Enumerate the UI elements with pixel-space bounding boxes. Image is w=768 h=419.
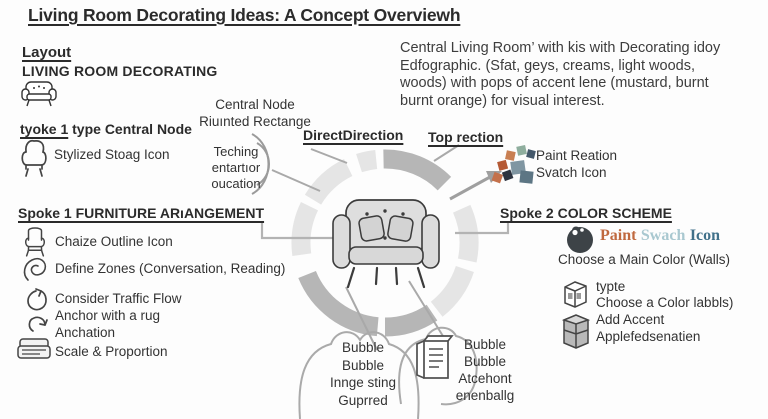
intro-paragraph: Central Living Room’ with kis with Decor… <box>400 40 764 110</box>
sofa-illustration <box>332 199 440 289</box>
bubble-left-line: Guprred <box>338 392 388 408</box>
stoag-label: Stylized Stoag Icon <box>54 147 170 162</box>
bubble-right-line: Bubble <box>463 337 507 352</box>
spoke1-heading: Spoke 1 FURNITURE ARıANGEMENT <box>18 205 265 221</box>
traffic-flow-icon <box>27 288 48 332</box>
cube-outline-icon <box>564 281 587 308</box>
paint-blob-icon <box>567 226 593 253</box>
paint-swach-icon-label: Paint Swach Icon <box>600 227 720 245</box>
bubble-left-line: Bubble <box>341 340 385 355</box>
bubble-right-line: Atcehont <box>458 371 512 386</box>
zones-sketch-icon <box>23 257 47 281</box>
teching-label-line: oucation <box>211 176 261 191</box>
accent-box-icon <box>561 314 591 349</box>
central-node-heading-underlined: tyoke 1 <box>20 121 69 137</box>
thought-bubble-left <box>298 331 420 419</box>
icon-word: Icon <box>689 227 721 244</box>
spoke1-item3-line3: Anchation <box>55 325 116 340</box>
layout-subtitle: LIVING ROOM DECORATING <box>22 63 218 79</box>
spoke2-heading: Spoke 2 COLOR SCHEME <box>500 205 672 221</box>
bubble-right-text: Bubble Bubble Atcehont enenballg <box>450 336 520 404</box>
paint-swatch-fan-icon <box>491 145 536 184</box>
teching-label: Teching entartıor oucation <box>196 144 276 192</box>
spoke2-subtext: Choose a Main Color (Walls) <box>558 252 731 267</box>
teching-label-line: entartıor <box>211 160 261 175</box>
intro-line: Central Living Room’ with kis with Decor… <box>400 40 721 56</box>
central-node-label-line: Central Node <box>215 97 295 112</box>
paint-swatch-callout-line: Svatch Icon <box>536 165 607 180</box>
paint-swatch-callout-line: Paint Reation <box>536 148 618 163</box>
page-title: Living Room Decorating Ideas: A Concept … <box>28 5 461 25</box>
chair-outline-icon <box>24 227 46 257</box>
sofa-icon <box>21 81 57 107</box>
thought-bubble-right <box>398 326 478 406</box>
direction-heading: DirectDirection <box>303 127 404 143</box>
paint-swatch-callout: Paint Reation Svatch Icon <box>536 147 617 181</box>
central-node-heading: tyoke 1 type Central Node <box>20 121 192 137</box>
bubble-left-line: Innge sting <box>329 375 397 390</box>
bubble-left-text: Bubble Bubble Innge sting Guprred <box>303 339 423 409</box>
bubble-right-line: enenballg <box>455 388 515 403</box>
central-node-label-line: Riuınted Rectange <box>199 113 311 129</box>
spoke2-item2-line2: Applefedsenatien <box>596 329 701 344</box>
spoke2-item2-line1: Add Accent <box>596 312 665 327</box>
bubble-right-line: Bubble <box>463 354 507 369</box>
hub-ring <box>291 149 479 337</box>
rug-stack-icon <box>17 338 51 359</box>
paint-word: Paint <box>600 227 637 244</box>
teching-arcs-icon <box>251 133 270 195</box>
intro-line: woods) with pops of accent lene (mustard… <box>400 75 709 91</box>
central-node-heading-rest: type Central Node <box>68 121 192 137</box>
swach-word: Swach <box>640 227 686 244</box>
layout-heading: Layout <box>22 44 72 61</box>
spoke1-item3-line1: Consider Traffic Flow <box>55 291 182 306</box>
spoke1-item2-label: Define Zones (Conversation, Reading) <box>55 261 286 276</box>
spoke2-item1-line1: typte <box>596 279 626 294</box>
top-section-heading: Top rection <box>428 129 504 145</box>
teching-label-line: Teching <box>213 144 259 159</box>
document-icon <box>416 335 454 379</box>
connector-lines <box>260 144 510 351</box>
spoke1-item4-label: Scale & Proportion <box>55 344 168 359</box>
spoke2-item1-line2: Choose a Color labbls) <box>596 295 734 310</box>
spoke1-item1-label: Chaize Outline Icon <box>55 234 173 249</box>
intro-line: burnt orange) for visual interest. <box>400 92 605 109</box>
bubble-left-line: Bubble <box>341 357 385 373</box>
central-node-label: Central Node Riuınted Rectange <box>185 97 325 130</box>
spoke1-item3-line2: Anchor with a rug <box>55 308 161 323</box>
armchair-icon <box>21 139 47 177</box>
intro-line: Edfographic. (Sfat, geys, creams, light … <box>400 57 695 74</box>
